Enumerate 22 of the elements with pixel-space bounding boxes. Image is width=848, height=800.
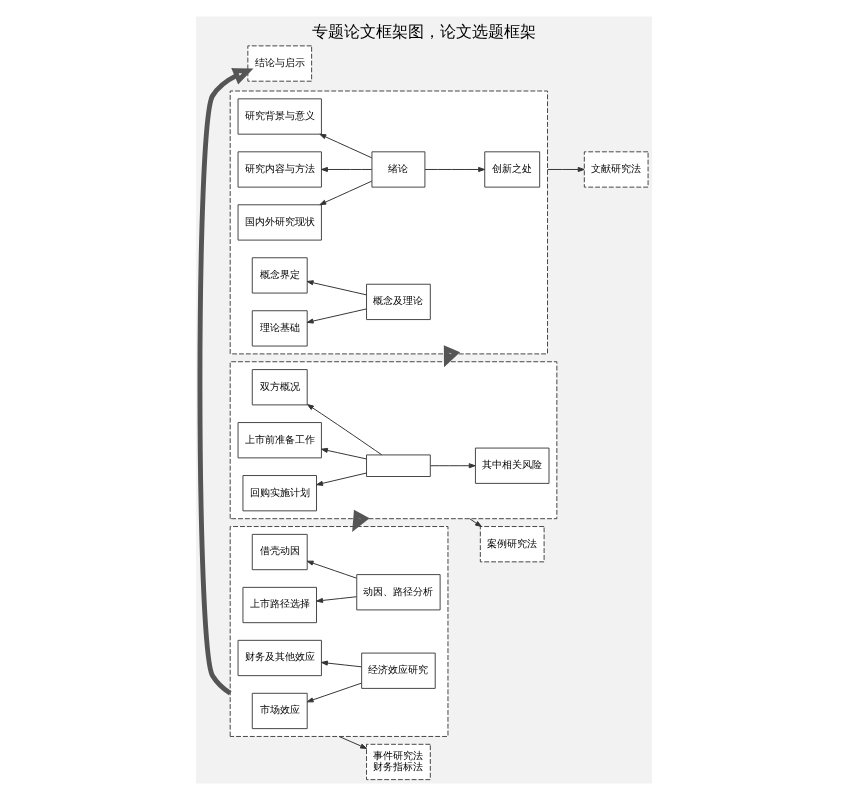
arrow [321, 660, 362, 668]
cluster [229, 526, 449, 737]
cluster [229, 90, 548, 355]
arrow [319, 180, 373, 206]
arrow [316, 472, 367, 486]
arrow [424, 166, 485, 173]
node-box [366, 454, 431, 477]
arrow [306, 560, 357, 579]
arrow [321, 447, 367, 460]
arrow [306, 280, 367, 296]
cluster [229, 361, 558, 520]
arrow [197, 68, 254, 696]
arrow [316, 596, 357, 603]
arrow [430, 463, 476, 469]
arrow [306, 308, 367, 324]
arrow [307, 404, 383, 456]
arrow [547, 166, 585, 173]
arrow [319, 133, 373, 159]
arrow [469, 518, 482, 527]
arrow [306, 682, 362, 703]
arrow [338, 735, 367, 749]
arrow [321, 166, 373, 173]
